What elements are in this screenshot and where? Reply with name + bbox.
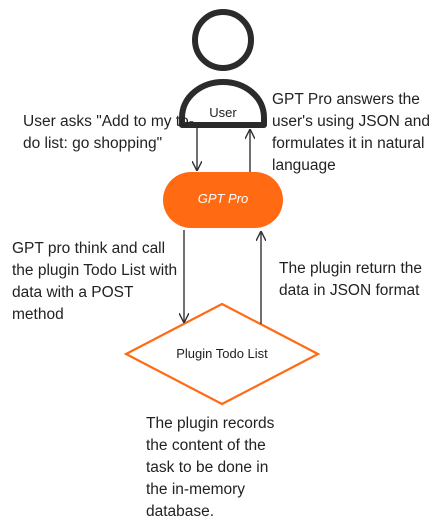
edge-label-gpt-to-plugin: GPT pro think and call the plugin Todo L…	[12, 240, 178, 323]
edge-label-plugin-to-gpt: The plugin return the data in JSON forma…	[279, 260, 423, 299]
user-icon	[179, 9, 267, 128]
user-label: User	[209, 105, 237, 120]
plugin-todo-list-label: Plugin Todo List	[176, 346, 268, 361]
edge-label-gpt-to-user: GPT Pro answers the user's using JSON an…	[272, 91, 431, 174]
gpt-pro-node	[163, 172, 283, 228]
edge-label-user-to-gpt: User asks "Add to my to-do list: go shop…	[23, 113, 194, 152]
plugin-todo-list-node	[123, 302, 321, 406]
plugin-note: The plugin records the content of the ta…	[146, 415, 275, 520]
gpt-pro-label: GPT Pro	[197, 191, 249, 206]
